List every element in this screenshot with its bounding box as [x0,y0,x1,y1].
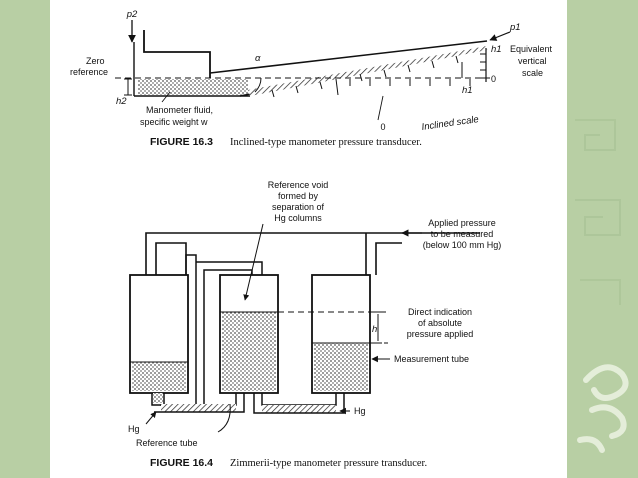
label-measurement-tube: Measurement tube [394,354,469,364]
label-inclined-scale: Inclined scale [421,114,480,133]
label-reference-tube: Reference tube [136,438,198,448]
label-direct-indication-1: Direct indication [408,307,472,317]
middle-reference-tube [219,274,279,394]
label-h1-bottom: h1 [462,85,473,96]
measurement-tube [311,274,371,394]
label-direct-indication-3: pressure applied [407,329,474,339]
inclined-scale-ticks [271,55,459,98]
figure-16-4-zimmerli-manometer [129,223,480,433]
label-equivalent: Equivalent [510,44,553,54]
label-reference-void-4: Hg columns [274,213,322,223]
label-zero-right: 0 [491,74,496,84]
label-manometer-fluid-2: specific weight w [140,117,208,127]
label-applied-pressure-3: (below 100 mm Hg) [423,240,502,250]
label-reference-void-3: separation of [272,202,325,212]
label-h2: h2 [116,96,127,107]
caption-16-4-text: Zimmerii-type manometer pressure transdu… [230,458,427,469]
label-alpha: α [255,53,261,64]
reservoir-fluid [138,79,248,95]
label-h1-top: h1 [491,44,502,55]
label-p2: p2 [126,9,138,20]
label-zero-bottom: 0 [380,122,385,132]
figure-16-3-inclined-manometer [115,20,511,121]
label-reference-void-2: formed by [278,191,319,201]
figure-page: p2 p1 Zero reference h2 α h1 h1 Equivale… [50,0,567,478]
inclined-tube-top [209,40,488,74]
manometer-figures: p2 p1 Zero reference h2 α h1 h1 Equivale… [70,9,553,469]
middle-mercury [222,312,276,391]
label-vertical: vertical [518,56,547,66]
caption-16-3-number: FIGURE 16.3 [150,136,213,148]
caption-16-3-text: Inclined-type manometer pressure transdu… [230,137,422,148]
label-hg-left: Hg [128,424,140,434]
label-direct-indication-2: of absolute [418,318,462,328]
label-applied-pressure-1: Applied pressure [428,218,496,228]
figure-16-4-labels: Reference void formed by separation of H… [128,180,501,469]
inclined-fluid [248,46,487,96]
right-mercury [314,343,368,391]
label-scale: scale [522,68,543,78]
reservoir [143,30,211,78]
label-h: h [372,324,377,335]
decorative-scroll-icon [577,364,629,453]
label-reference-void-1: Reference void [268,180,329,190]
label-zero-reference-2: reference [70,67,108,77]
label-zero-reference-1: Zero [86,56,105,66]
label-hg-right: Hg [354,406,366,416]
label-p1: p1 [509,22,521,33]
label-applied-pressure-2: to be measured [431,229,494,239]
left-mercury [132,362,186,391]
label-manometer-fluid-1: Manometer fluid, [146,105,213,115]
caption-16-4-number: FIGURE 16.4 [150,457,213,469]
